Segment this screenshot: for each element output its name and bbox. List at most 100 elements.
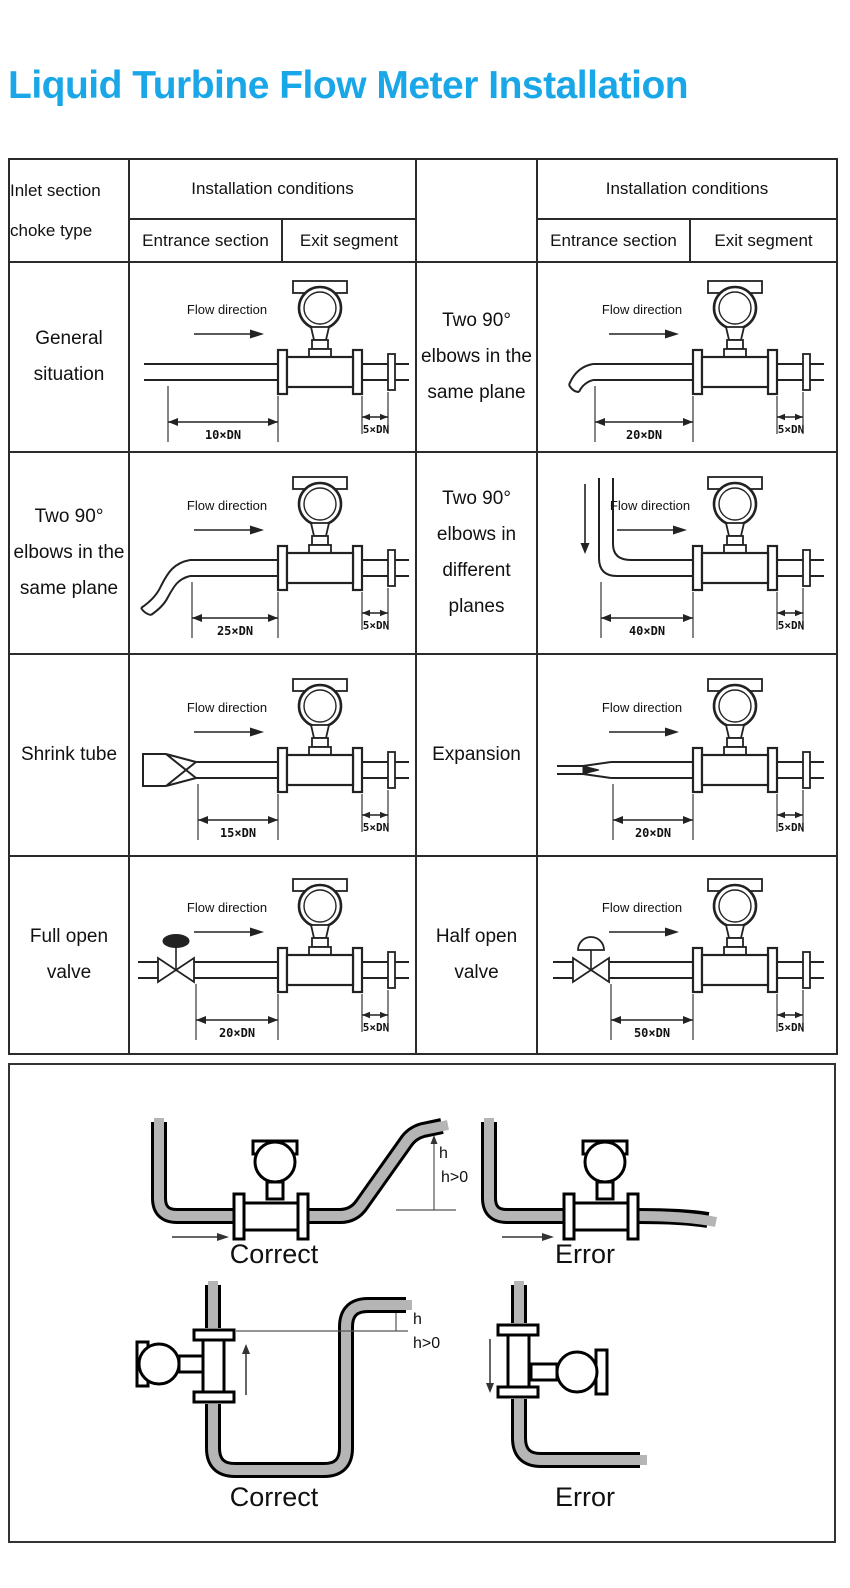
- dimension-annotations: 20×DN 5×DN: [611, 784, 804, 840]
- diagram-cell-two-elbows-different-planes: Flow direction 40×DN 5×DN: [536, 451, 838, 655]
- dimension-annotations: 20×DN 5×DN: [195, 984, 390, 1040]
- diagram-cell-half-open-valve: Flow direction 50×DN 5×DN: [536, 855, 838, 1055]
- row-label-two-elbows-different-planes: Two 90° elbows in different planes: [415, 451, 538, 655]
- diagram-vertical-inlet: Flow direction 40×DN 5×DN: [580, 475, 825, 638]
- exit-dim-label: 5×DN: [363, 1021, 390, 1034]
- diagram-curved-elbow-inlet: Flow direction 25×DN 5×DN: [140, 475, 411, 638]
- diagram-shrink-tube: Flow direction 15×DN 5×DN: [142, 677, 411, 840]
- header-cell-inlet-choke: Inlet section choke type: [8, 158, 130, 263]
- exit-dim-label: 5×DN: [363, 821, 390, 834]
- flow-direction-label: Flow direction: [601, 302, 681, 317]
- flow-arrow-icon: [250, 927, 264, 937]
- diagram-cell-expansion: Flow direction 20×DN 5×DN: [536, 653, 838, 857]
- header-cell-install-conditions-left: Installation conditions: [128, 158, 417, 220]
- guide-diagrams: h h>0 Correct Error: [135, 1118, 717, 1512]
- label-correct-top: Correct: [230, 1239, 319, 1269]
- flow-direction-label: Flow direction: [187, 498, 267, 513]
- row-label-shrink-tube: Shrink tube: [8, 653, 130, 857]
- flow-meter-icon: [562, 1139, 640, 1241]
- diagram-cell-shrink-tube: Flow direction 15×DN 5×DN: [128, 653, 417, 857]
- label-correct-bottom: Correct: [230, 1482, 319, 1512]
- header-cell-install-conditions-right: Installation conditions: [536, 158, 838, 220]
- entrance-dim-label: 25×DN: [217, 624, 253, 638]
- exit-dim-label: 5×DN: [363, 423, 390, 436]
- down-arrow-icon: [580, 543, 589, 554]
- dimension-annotations: 25×DN 5×DN: [191, 582, 390, 638]
- entrance-dim-label: 15×DN: [220, 826, 256, 840]
- exit-dim-label: 5×DN: [777, 1021, 804, 1034]
- header-cell-exit-left: Exit segment: [281, 218, 417, 263]
- guide-diagram-error-bottom: [486, 1281, 647, 1468]
- diagram-expansion: Flow direction 20×DN 5×DN: [556, 677, 825, 840]
- row-label-two-elbows-same-plane-right: Two 90° elbows in the same plane: [415, 261, 538, 453]
- flow-arrow-icon: [250, 525, 264, 535]
- diagram-two-elbows-same-plane: Flow direction 20×DN 5×DN: [567, 279, 825, 442]
- up-arrow-icon: [242, 1344, 250, 1354]
- diagram-cell-full-open-valve: Flow direction 20×DN 5×DN: [128, 855, 417, 1055]
- installation-table: Inlet section choke type Installation co…: [8, 158, 838, 1055]
- diagram-full-open-valve: Flow direction 20×DN 5×DN: [138, 877, 411, 1040]
- diagram-cell-general-situation: Flow direction 10×DN 5×DN: [128, 261, 417, 453]
- dimension-annotations: 40×DN 5×DN: [599, 582, 804, 638]
- exit-dim-label: 5×DN: [363, 619, 390, 632]
- diagram-general-situation: Flow direction 10×DN 5×DN: [144, 279, 411, 442]
- h-condition-label: h>0: [413, 1335, 440, 1352]
- exit-dim-label: 5×DN: [777, 619, 804, 632]
- flow-arrow-icon: [664, 329, 679, 339]
- flow-arrow-icon: [217, 1233, 229, 1241]
- flow-direction-label: Flow direction: [601, 900, 681, 915]
- flow-arrow-icon: [664, 727, 679, 737]
- flow-direction-label: Flow direction: [187, 700, 267, 715]
- diagram-half-open-valve: Flow direction 50×DN 5×DN: [552, 877, 825, 1040]
- flow-arrow-icon: [672, 525, 687, 535]
- guide-diagram-correct-top: [151, 1118, 449, 1241]
- entrance-dim-label: 50×DN: [633, 1026, 669, 1040]
- header-cell-entrance-right: Entrance section: [536, 218, 691, 263]
- entrance-dim-label: 20×DN: [634, 826, 670, 840]
- guide-diagram-correct-bottom: [135, 1281, 412, 1478]
- h-annotation-bottom: h h>0: [413, 1311, 440, 1352]
- flow-arrow-icon: [542, 1233, 554, 1241]
- row-label-two-elbows-same-plane-left: Two 90° elbows in the same plane: [8, 451, 130, 655]
- label-error-bottom: Error: [555, 1482, 615, 1512]
- valve-wheel-icon: [162, 934, 190, 948]
- flow-meter-icon: [135, 1328, 236, 1404]
- dimension-annotations: 20×DN 5×DN: [593, 386, 804, 442]
- header-cell-exit-right: Exit segment: [689, 218, 838, 263]
- h-label: h: [439, 1145, 448, 1162]
- entrance-dim-label: 10×DN: [205, 428, 241, 442]
- installation-guide-panel: h h>0 Correct Error: [8, 1063, 836, 1543]
- row-label-general-situation: General situation: [8, 261, 130, 453]
- label-error-top: Error: [555, 1239, 615, 1269]
- diagram-cell-two-elbows-same-plane: Flow direction 20×DN 5×DN: [536, 261, 838, 453]
- row-label-full-open-valve: Full open valve: [8, 855, 130, 1055]
- flow-meter-icon: [496, 1323, 609, 1399]
- entrance-dim-label: 20×DN: [625, 428, 661, 442]
- flow-meter-icon: [232, 1139, 310, 1241]
- valve-handle-icon: [576, 936, 605, 951]
- flow-arrow-icon: [664, 927, 679, 937]
- exit-dim-label: 5×DN: [777, 423, 804, 436]
- flow-arrow-icon: [250, 727, 264, 737]
- exit-dim-label: 5×DN: [777, 821, 804, 834]
- flow-direction-label: Flow direction: [601, 700, 681, 715]
- entrance-dim-label: 40×DN: [628, 624, 664, 638]
- dimension-annotations: 50×DN 5×DN: [609, 984, 804, 1040]
- entrance-dim-label: 20×DN: [219, 1026, 255, 1040]
- dimension-annotations: 10×DN 5×DN: [167, 386, 390, 442]
- down-arrow-icon: [486, 1383, 494, 1393]
- h-condition-label: h>0: [441, 1169, 468, 1186]
- header-cell-spacer: [415, 158, 538, 263]
- header-cell-entrance-left: Entrance section: [128, 218, 283, 263]
- guide-diagram-error-top: [481, 1118, 717, 1241]
- row-label-half-open-valve: Half open valve: [415, 855, 538, 1055]
- flow-direction-label: Flow direction: [609, 498, 689, 513]
- flow-direction-label: Flow direction: [187, 302, 267, 317]
- flow-arrow-icon: [250, 329, 264, 339]
- diagram-cell-two-elbows-same-plane-left: Flow direction 25×DN 5×DN: [128, 451, 417, 655]
- h-annotation-top: h h>0: [396, 1135, 468, 1211]
- row-label-expansion: Expansion: [415, 653, 538, 857]
- h-label: h: [413, 1311, 422, 1328]
- page-title: Liquid Turbine Flow Meter Installation: [8, 64, 689, 107]
- flow-direction-label: Flow direction: [187, 900, 267, 915]
